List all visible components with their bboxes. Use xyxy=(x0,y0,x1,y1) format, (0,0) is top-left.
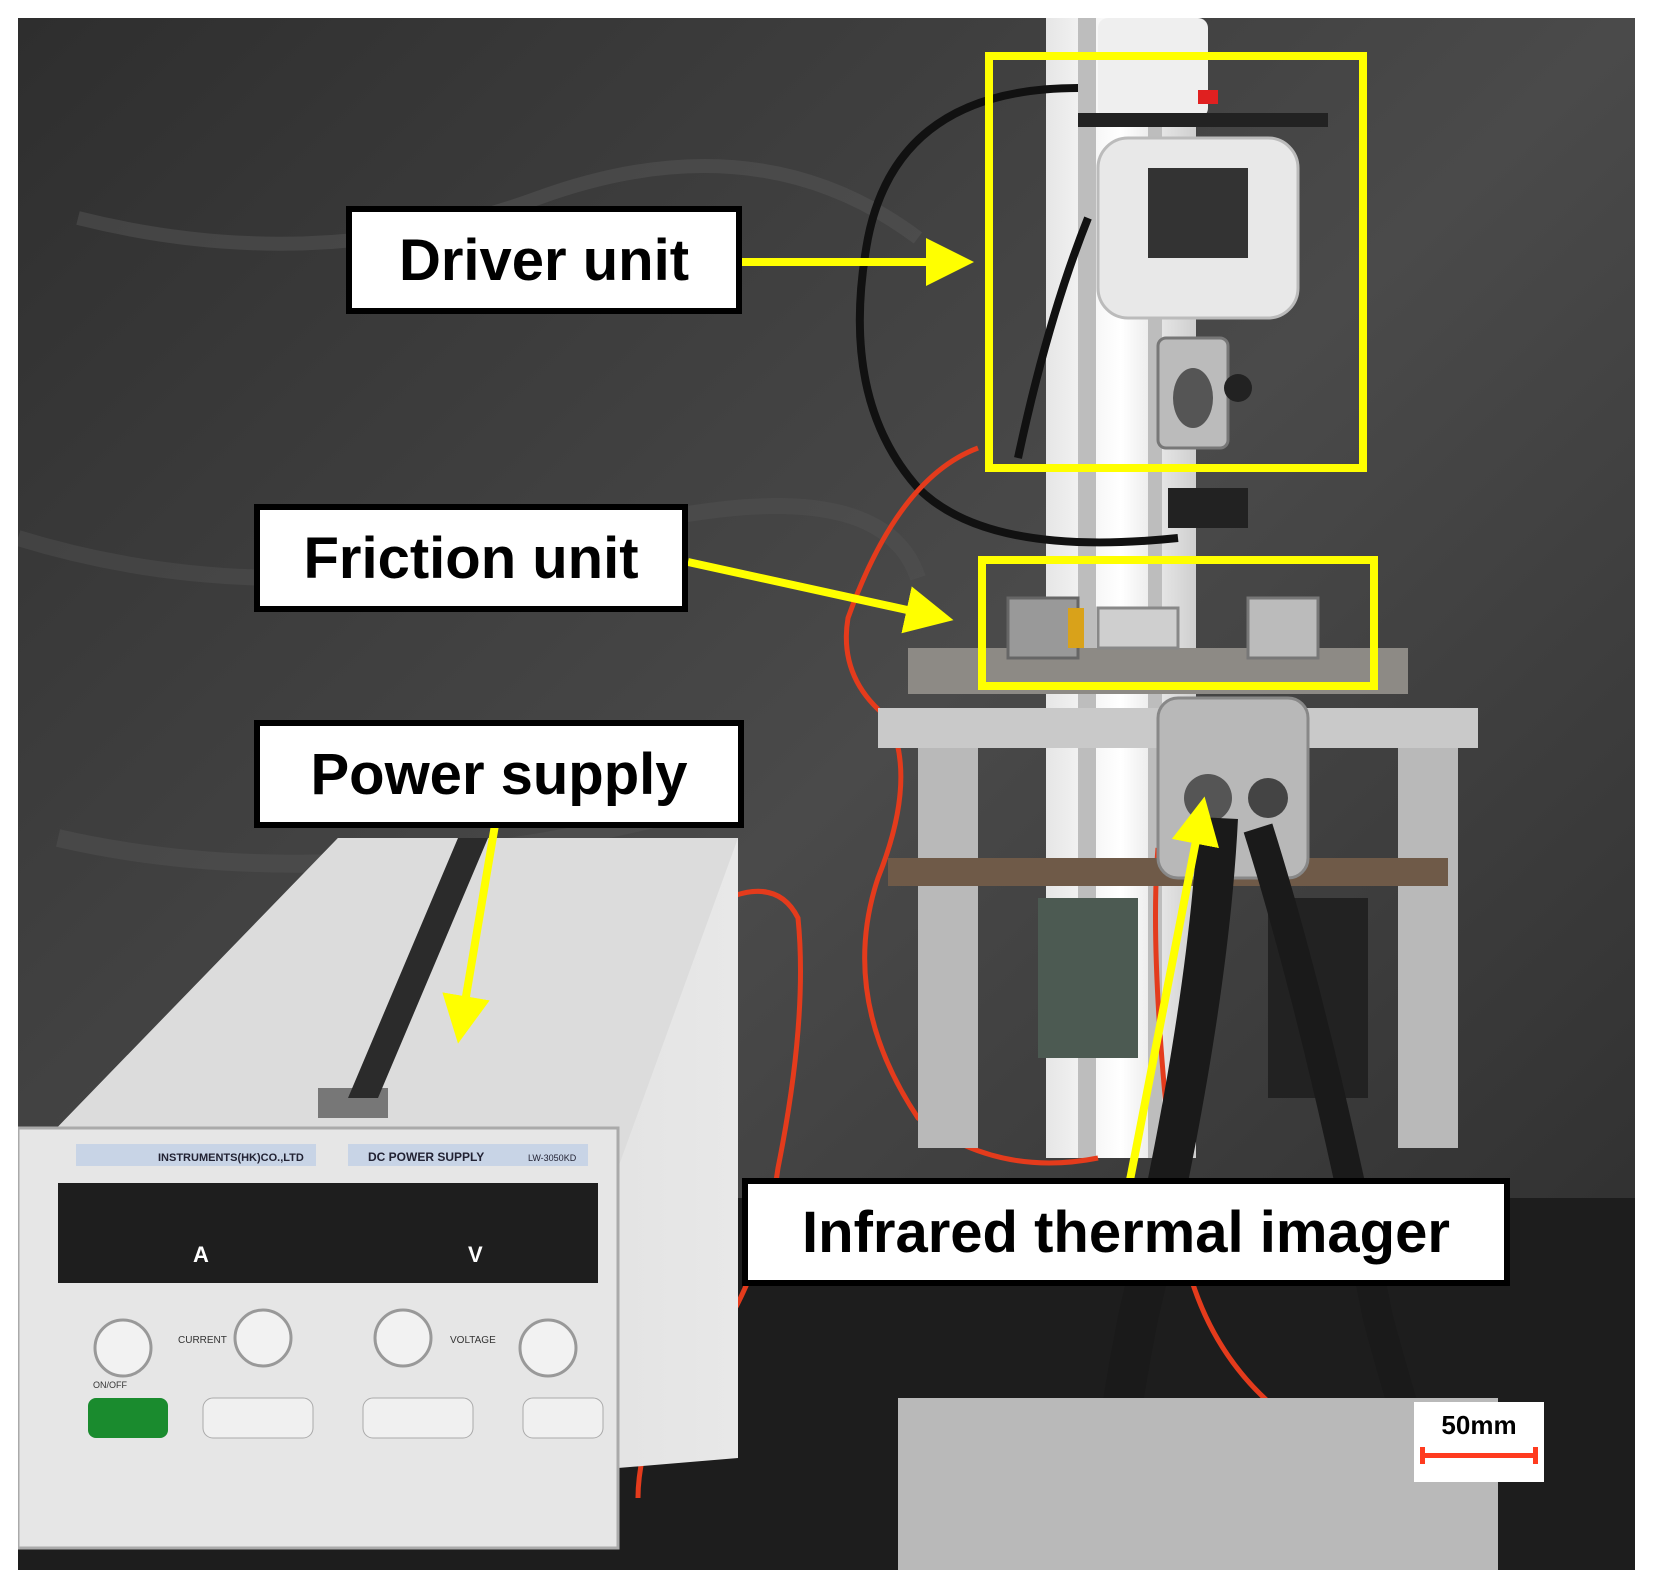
power-switch-label: ON/OFF xyxy=(93,1380,127,1390)
psu-model: LW-3050KD xyxy=(528,1153,577,1163)
psu-title: DC POWER SUPPLY xyxy=(368,1150,484,1164)
friction-unit-label: Friction unit xyxy=(254,504,688,612)
power-supply-label: Power supply xyxy=(254,720,744,828)
current-fine-knob xyxy=(233,1308,293,1368)
power-supply-handle xyxy=(348,838,488,1098)
scale-bar: 50mm xyxy=(1414,1402,1544,1482)
current-coarse-knob xyxy=(93,1318,153,1378)
display-window xyxy=(58,1183,598,1283)
voltage-label: VOLTAGE xyxy=(450,1335,496,1346)
frame-leg-right xyxy=(1398,748,1458,1148)
driver-unit-highlight xyxy=(985,52,1367,472)
power-switch xyxy=(88,1398,168,1438)
current-label: CURRENT xyxy=(178,1335,227,1346)
ammeter-unit: A xyxy=(193,1242,209,1267)
driver-unit-label: Driver unit xyxy=(346,206,742,314)
motor-gear xyxy=(1038,898,1138,1058)
force-gauge-keypad xyxy=(1098,18,1208,118)
scale-bar-line xyxy=(1420,1447,1538,1464)
voltmeter-unit: V xyxy=(468,1242,483,1267)
scale-bar-label: 50mm xyxy=(1441,1410,1517,1440)
voltage-fine-knob xyxy=(518,1318,578,1378)
voltage-coarse-knob xyxy=(373,1308,433,1368)
force-gauge-screen xyxy=(1148,168,1248,258)
base-plate xyxy=(898,1398,1498,1570)
friction-unit-highlight xyxy=(978,556,1378,690)
infrared-thermal-imager-label: Infrared thermal imager xyxy=(742,1178,1510,1286)
psu-maker: INSTRUMENTS(HK)CO.,LTD xyxy=(158,1152,304,1164)
frame-leg-left xyxy=(918,748,978,1148)
